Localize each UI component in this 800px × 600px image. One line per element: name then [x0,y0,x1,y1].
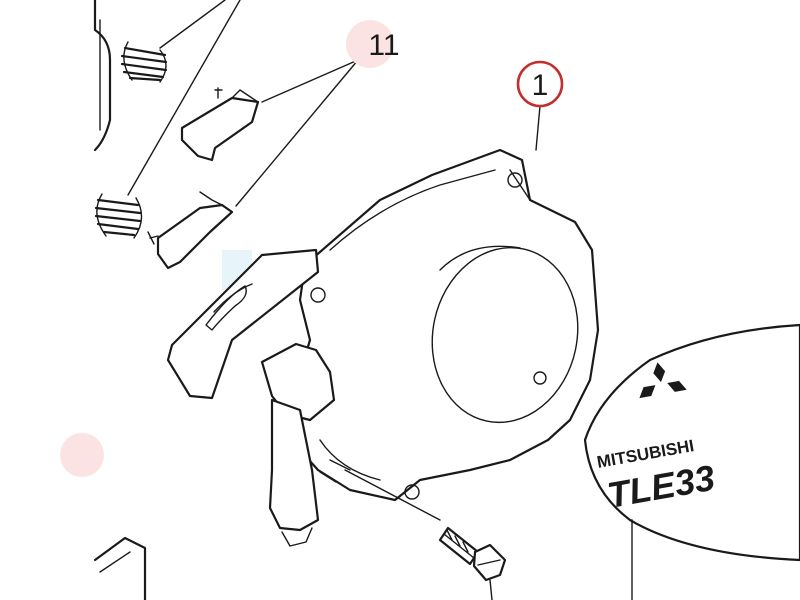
spring-leader-lines [127,0,241,196]
callout-1: 1 [516,60,564,108]
pawl-upper [180,87,260,162]
callout-11: 11 [346,20,400,68]
callout-1-label: 1 [532,69,549,102]
callout-1-leader [535,105,541,151]
bolt-leader-lines [344,469,493,600]
callout-fragment [60,433,104,477]
callout-11-label: 11 [368,29,399,62]
bolt [438,526,507,582]
spring-upper [120,41,168,83]
spring-lower [94,193,143,239]
engine-housing-partial [93,0,112,152]
callout-11-leaders [235,59,359,207]
three-diamond-logo-icon [639,362,687,399]
starter-handle [166,248,351,547]
recoil-starter-assembly [293,148,600,502]
decal: MITSUBISHI TLE33 [583,323,800,600]
flange-partial [93,536,147,600]
pawl-lower [147,191,234,270]
